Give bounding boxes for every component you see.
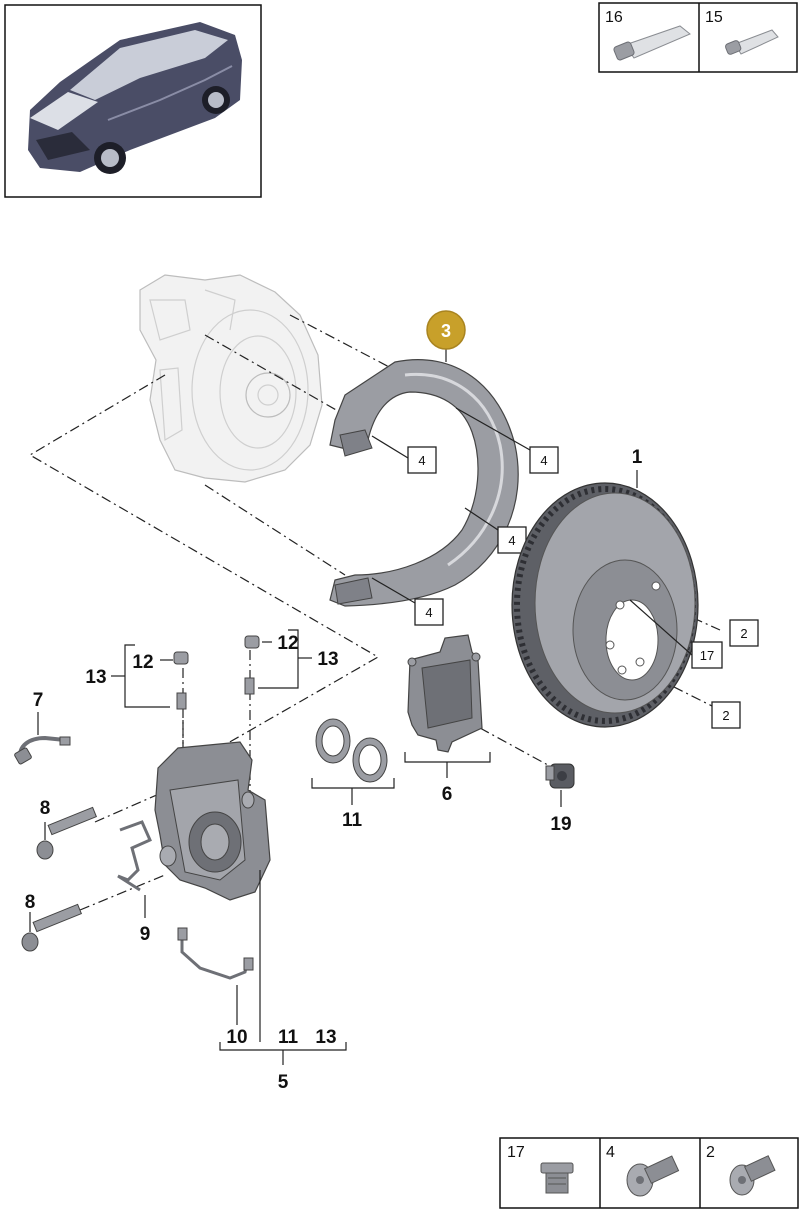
callout-9: 9 <box>140 924 151 945</box>
callout-4: 4 <box>425 605 432 620</box>
suv-thumbnail-icon <box>28 22 242 174</box>
callout-13: 13 <box>317 649 338 670</box>
highlight-label: 3 <box>441 321 451 341</box>
bleed-right-callouts: 12 13 <box>258 629 339 689</box>
callout-11: 11 <box>278 1027 299 1048</box>
callout-10: 10 <box>226 1027 247 1048</box>
grease-tube-icon <box>613 25 691 61</box>
callout-13: 13 <box>85 667 106 688</box>
callout-7: 7 <box>33 690 44 711</box>
brake-disc[interactable] <box>511 482 699 728</box>
consumable-number: 16 <box>605 9 623 26</box>
fastener-number: 2 <box>706 1144 715 1161</box>
callout-1: 1 <box>632 447 643 468</box>
callout-8: 8 <box>25 892 36 913</box>
plug-bolt-icon <box>540 1162 574 1194</box>
callout-17: 17 <box>700 648 714 663</box>
pad-bolt-callout: 19 <box>550 790 572 835</box>
fastener-2[interactable]: 2 <box>706 1144 776 1196</box>
disc-callouts: 1 2 17 2 <box>629 447 759 729</box>
dust-shield[interactable] <box>329 359 519 607</box>
callout-4: 4 <box>540 453 547 468</box>
caliper-bolt-callouts: 8 8 <box>25 798 51 932</box>
fasteners-legend: 17 4 2 <box>499 1137 799 1209</box>
callout-4: 4 <box>418 453 425 468</box>
brake-pads[interactable] <box>407 634 483 753</box>
wear-sensor-callout: 7 <box>33 690 44 735</box>
callout-12: 12 <box>277 633 298 654</box>
retaining-spring[interactable] <box>117 820 152 892</box>
consumable-15[interactable]: 15 <box>705 9 779 55</box>
caliper-group-callout: 10 11 13 5 <box>219 870 347 1093</box>
pads-callout: 6 <box>404 752 491 805</box>
bleed-screw-right[interactable] <box>244 635 260 695</box>
bleed-screw-left[interactable] <box>173 651 189 710</box>
callout-11: 11 <box>342 810 363 831</box>
callout-5: 5 <box>278 1072 289 1093</box>
fastener-number: 17 <box>507 1144 525 1161</box>
consumable-16[interactable]: 16 <box>605 9 691 61</box>
paste-tube-icon <box>725 29 779 55</box>
pad-bolt[interactable] <box>545 763 575 789</box>
callout-6: 6 <box>442 784 453 805</box>
wheel-carrier-ghost <box>139 274 323 483</box>
wear-sensor[interactable] <box>14 735 71 765</box>
bleed-left-callouts: 12 13 <box>85 644 173 708</box>
consumables-legend: 16 15 <box>598 2 798 73</box>
fastener-number: 4 <box>606 1144 615 1161</box>
spring-callout: 9 <box>140 895 151 945</box>
callout-2: 2 <box>740 626 747 641</box>
callout-4: 4 <box>508 533 515 548</box>
torx-bolt-icon <box>626 1155 680 1197</box>
shield-screw-callouts: 4 4 4 4 <box>371 407 559 626</box>
brake-hose[interactable] <box>177 927 254 980</box>
seal-rings[interactable] <box>315 718 388 783</box>
fastener-4[interactable]: 4 <box>606 1144 680 1197</box>
hex-socket-bolt-icon <box>729 1155 776 1196</box>
caliper-bolt-lower[interactable] <box>21 903 83 952</box>
highlight-marker[interactable]: 3 <box>426 310 466 362</box>
callout-19: 19 <box>550 814 571 835</box>
vehicle-thumbnail[interactable] <box>4 4 262 198</box>
consumable-number: 15 <box>705 9 723 26</box>
brake-caliper[interactable] <box>154 741 271 901</box>
seals-callout: 11 <box>311 778 395 831</box>
callout-12: 12 <box>132 652 153 673</box>
callout-13: 13 <box>315 1027 336 1048</box>
callout-2: 2 <box>722 708 729 723</box>
caliper-bolt-upper[interactable] <box>36 806 98 860</box>
fastener-17[interactable]: 17 <box>507 1144 574 1194</box>
callout-8: 8 <box>40 798 51 819</box>
